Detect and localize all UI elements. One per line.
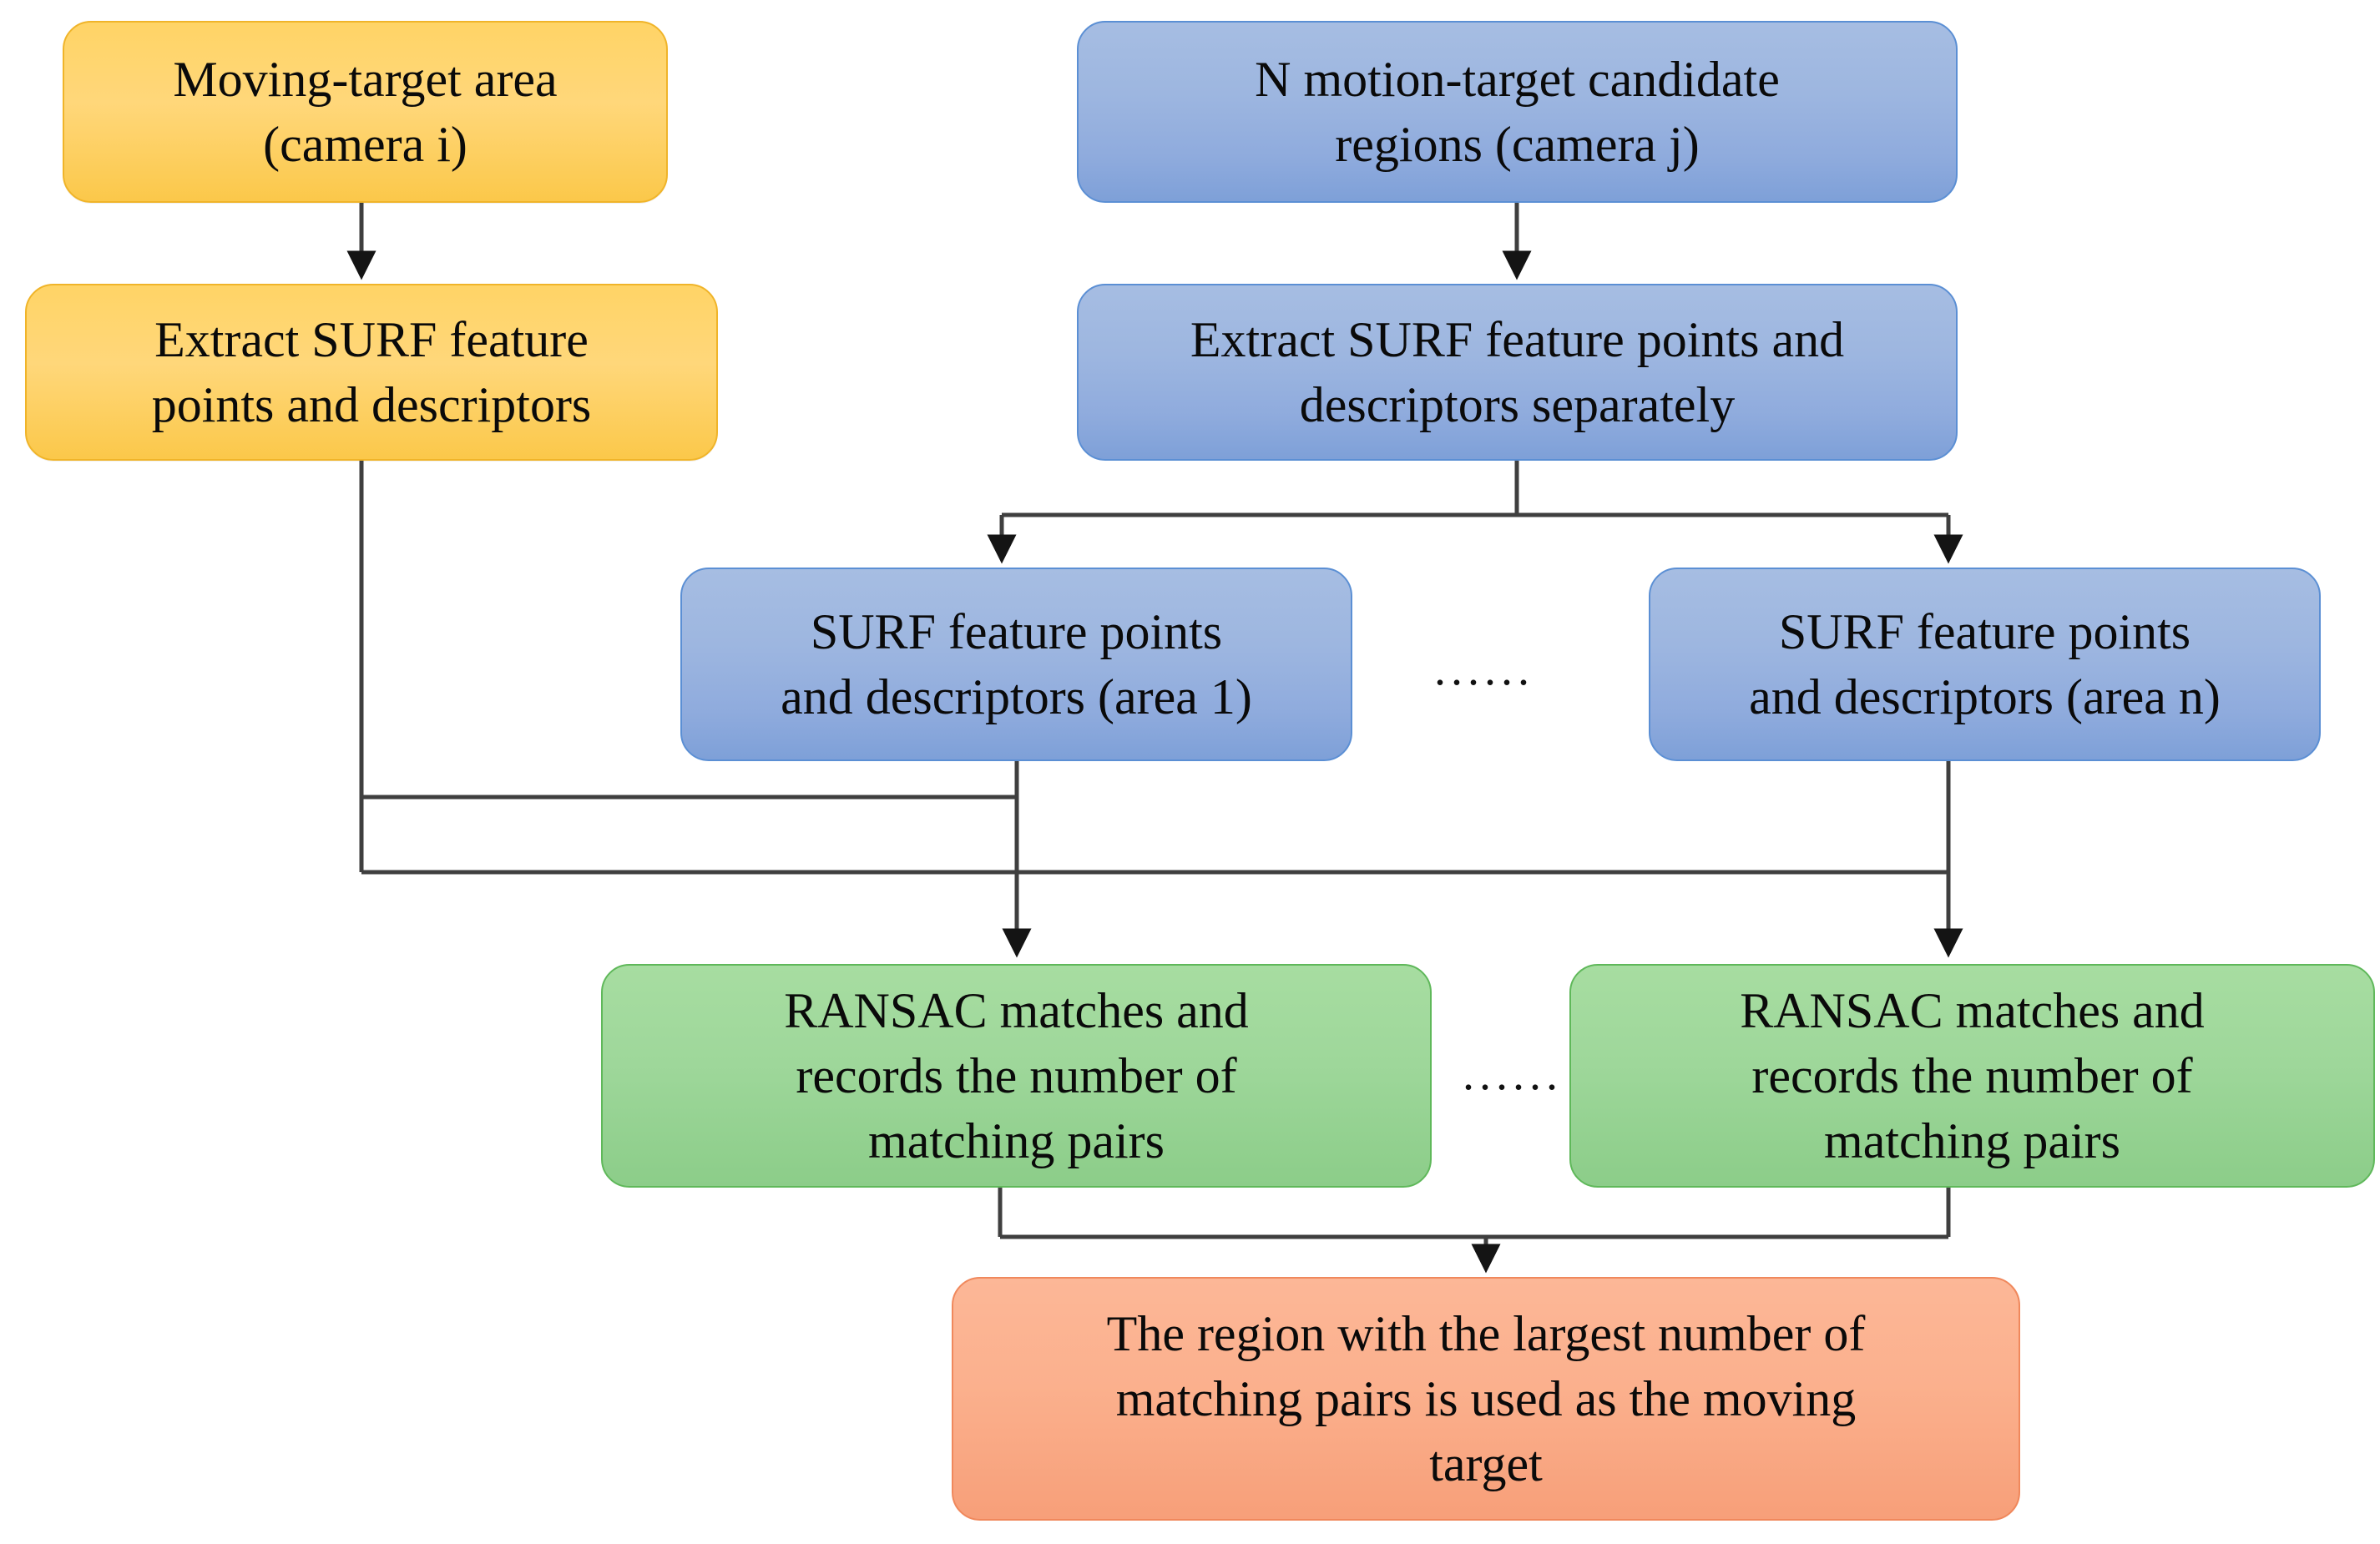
node-line: (camera i) [263,117,467,172]
node-line: matching pairs is used as the moving [1115,1371,1857,1426]
node-line: target [1429,1436,1543,1491]
node-ransac-1-text: RANSAC matches and records the number of… [621,978,1412,1173]
node-line: Moving-target area [173,52,558,107]
node-line: matching pairs [1824,1113,2120,1168]
node-line: SURF feature points [810,604,1223,659]
node-result-text: The region with the largest number of ma… [972,1301,2000,1496]
node-line: RANSAC matches and [784,983,1249,1038]
node-line: records the number of [1751,1048,2193,1103]
node-extract-surf-left-text: Extract SURF feature points and descript… [45,307,698,437]
node-ransac-n-text: RANSAC matches and records the number of… [1589,978,2355,1173]
node-ransac-1[interactable]: RANSAC matches and records the number of… [601,964,1432,1188]
node-line: Extract SURF feature points and [1190,312,1845,367]
node-ransac-n[interactable]: RANSAC matches and records the number of… [1569,964,2375,1188]
node-candidate-regions[interactable]: N motion-target candidate regions (camer… [1077,21,1958,203]
node-line: descriptors separately [1299,377,1736,432]
node-moving-target-area[interactable]: Moving-target area (camera i) [63,21,668,203]
node-line: SURF feature points [1778,604,2191,659]
node-result[interactable]: The region with the largest number of ma… [952,1277,2020,1521]
node-moving-target-area-text: Moving-target area (camera i) [83,47,648,177]
node-line: and descriptors (area 1) [781,669,1252,724]
node-line: records the number of [796,1048,1237,1103]
node-line: N motion-target candidate [1255,52,1780,107]
node-extract-surf-left[interactable]: Extract SURF feature points and descript… [25,284,718,461]
node-candidate-regions-text: N motion-target candidate regions (camer… [1097,47,1938,177]
node-surf-area-n[interactable]: SURF feature points and descriptors (are… [1649,568,2321,761]
node-line: Extract SURF feature [154,312,589,367]
node-line: matching pairs [868,1113,1165,1168]
node-line: and descriptors (area n) [1749,669,2221,724]
node-line: points and descriptors [151,377,592,432]
node-line: RANSAC matches and [1740,983,2205,1038]
node-extract-surf-right[interactable]: Extract SURF feature points and descript… [1077,284,1958,461]
node-surf-area-1[interactable]: SURF feature points and descriptors (are… [680,568,1352,761]
node-line: regions (camera j) [1335,117,1700,172]
node-surf-area-n-text: SURF feature points and descriptors (are… [1669,599,2301,729]
node-line: The region with the largest number of [1106,1306,1866,1361]
node-extract-surf-right-text: Extract SURF feature points and descript… [1097,307,1938,437]
node-surf-area-1-text: SURF feature points and descriptors (are… [700,599,1332,729]
ellipsis-ransac-row: ...... [1463,1048,1563,1100]
ellipsis-surf-row: ...... [1434,643,1534,695]
